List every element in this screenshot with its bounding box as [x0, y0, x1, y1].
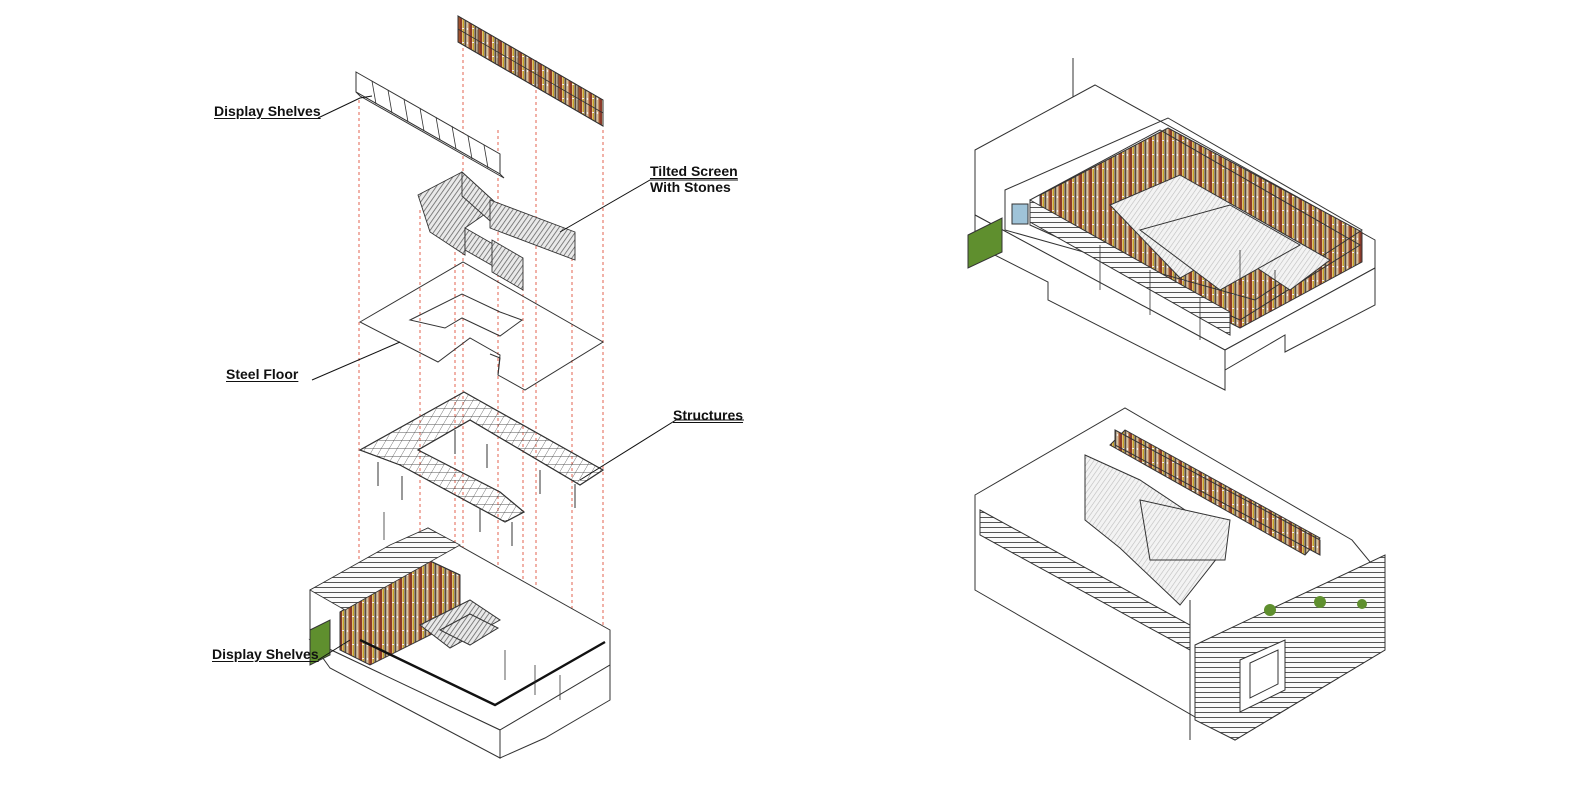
book-shelf-panel-top	[457, 15, 604, 127]
steel-floor	[358, 261, 604, 391]
label-tilted-screen-line2: With Stones	[650, 179, 731, 195]
steel-structure	[358, 391, 605, 546]
label-display-shelves-bottom: Display Shelves	[212, 646, 319, 662]
assembled-view-top	[967, 58, 1376, 391]
label-steel-floor: Steel Floor	[226, 366, 299, 382]
leader-lines	[311, 95, 744, 661]
label-display-shelves-top: Display Shelves	[214, 103, 321, 119]
assembled-view-bottom	[974, 407, 1386, 741]
display-shelves-frames-top	[355, 71, 505, 179]
label-structures: Structures	[673, 407, 744, 423]
base-building	[308, 512, 611, 759]
exploded-axonometric	[308, 15, 744, 759]
tilted-screen	[417, 170, 576, 291]
label-tilted-screen-line1: Tilted Screen	[650, 163, 738, 179]
